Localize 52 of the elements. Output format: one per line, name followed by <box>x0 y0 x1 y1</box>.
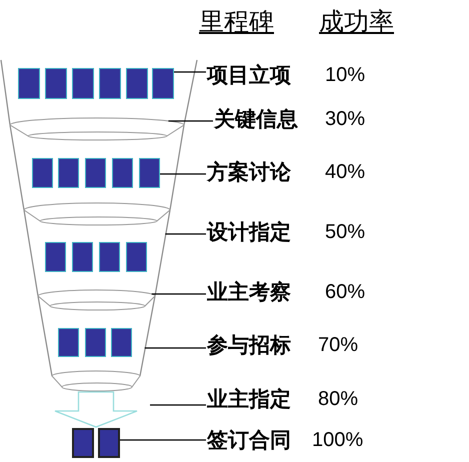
leader-line <box>150 404 206 406</box>
square-block <box>32 158 53 188</box>
success-rate: 60% <box>325 280 366 304</box>
milestone-label: 业主指定 <box>207 387 291 411</box>
square-block <box>112 158 133 188</box>
square-block <box>126 242 147 272</box>
square-block <box>152 68 174 99</box>
leader-line <box>165 233 206 235</box>
square-block <box>58 328 79 357</box>
funnel-ring <box>51 370 141 392</box>
success-rate: 100% <box>312 428 364 452</box>
success-rate: 30% <box>325 107 366 131</box>
square-block <box>72 428 94 458</box>
square-block <box>85 158 106 188</box>
funnel-ring <box>23 202 171 226</box>
square-block <box>85 328 106 357</box>
square-block <box>18 68 40 99</box>
success-rate: 10% <box>325 63 366 87</box>
leader-line <box>174 71 206 73</box>
funnel-outline <box>0 58 198 392</box>
leader-line <box>168 120 213 122</box>
square-block <box>72 68 94 99</box>
down-arrow <box>54 391 138 428</box>
square-block <box>45 68 67 99</box>
square-block <box>72 242 93 272</box>
leader-line <box>144 347 206 349</box>
milestone-label: 业主考察 <box>207 280 291 304</box>
square-block <box>98 428 120 458</box>
leader-line <box>120 439 206 441</box>
funnel-ring <box>37 289 156 311</box>
square-block <box>99 68 121 99</box>
leader-line <box>152 293 206 295</box>
leader-line <box>160 173 206 175</box>
square-block <box>126 68 148 99</box>
square-block <box>139 158 160 188</box>
milestone-label: 设计指定 <box>207 220 291 244</box>
milestone-label: 项目立项 <box>207 63 291 87</box>
success-rate: 70% <box>318 333 358 357</box>
column-header: 成功率 <box>319 8 394 36</box>
success-rate: 80% <box>318 387 358 411</box>
success-rate: 50% <box>325 220 366 244</box>
square-block <box>45 242 66 272</box>
milestone-label: 签订合同 <box>207 428 291 452</box>
milestone-label: 参与招标 <box>207 333 291 357</box>
milestone-label: 关键信息 <box>214 107 298 131</box>
column-header: 里程碑 <box>199 8 274 36</box>
square-block <box>111 328 132 357</box>
success-rate: 40% <box>325 160 366 184</box>
funnel-ring <box>9 117 185 141</box>
square-block <box>99 242 120 272</box>
square-block <box>58 158 79 188</box>
milestone-label: 方案讨论 <box>207 160 291 184</box>
